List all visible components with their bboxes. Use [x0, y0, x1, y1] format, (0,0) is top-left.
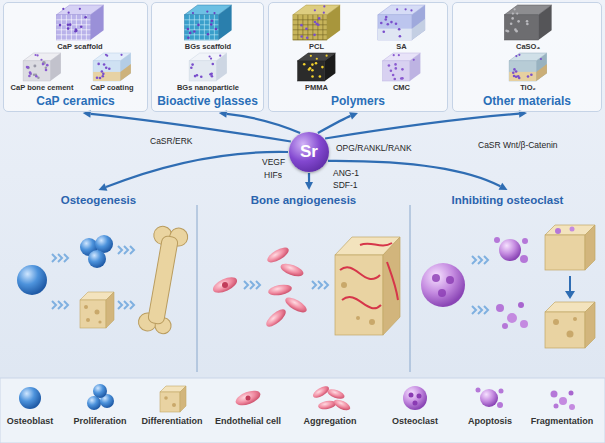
- category-heading: Other materials: [483, 95, 571, 108]
- material-label: CaP coating: [90, 83, 133, 92]
- pathway-label: VEGF: [262, 157, 285, 167]
- arrow-head: [349, 112, 358, 119]
- material-label: BGs scaffold: [185, 42, 231, 51]
- material-cube-drawing: [49, 4, 111, 41]
- connector-line: [106, 152, 288, 187]
- material-label: CaP scaffold: [57, 42, 102, 51]
- effect-section: Osteogenesis: [0, 190, 197, 378]
- pathway-label: ANG-1: [333, 168, 359, 178]
- material-cube-drawing: [177, 4, 239, 41]
- material-label: PMMA: [305, 83, 328, 92]
- arrow-head: [99, 183, 108, 190]
- category-heading: Polymers: [331, 95, 385, 108]
- material-cube: CMC: [359, 52, 444, 92]
- legend-icons: [19, 384, 575, 412]
- section-heading: Osteogenesis: [61, 194, 136, 207]
- connector-arrow: [328, 161, 507, 190]
- legend-label: Osteoclast: [375, 416, 455, 427]
- connector-arrow: [318, 112, 358, 133]
- material-category-panel: Other materials CaSO₄ TiO₂: [452, 2, 602, 112]
- material-label: SA: [396, 42, 406, 51]
- material-cube: SA: [359, 4, 444, 51]
- material-cube-drawing: [458, 52, 598, 82]
- pathway-label: CaSR/ERK: [150, 136, 193, 146]
- legend-label: Apoptosis: [450, 416, 530, 427]
- legend-label: Proliferation: [60, 416, 140, 427]
- material-cube: BGs nanoparticle: [170, 52, 246, 92]
- legend-label: Differentiation: [132, 416, 212, 427]
- connector-arrow: [99, 152, 289, 191]
- material-cube: CaP bone cement: [7, 52, 77, 92]
- connector-arrow: [219, 110, 300, 133]
- legend-label: Osteoblast: [0, 416, 70, 427]
- category-heading: Bioactive glasses: [157, 95, 258, 108]
- material-label: CaSO₄: [516, 42, 540, 51]
- pathway-label: CaSR Wnt/β-Catenin: [478, 140, 558, 150]
- legend-label: Aggregation: [290, 416, 370, 427]
- legend-band: [0, 378, 605, 443]
- pathway-label: OPG/RANKL/RANK: [336, 143, 412, 153]
- material-cube-drawing: [7, 52, 77, 82]
- material-cube: CaSO₄: [458, 4, 598, 51]
- material-cube-drawing: [170, 52, 246, 82]
- section-heading: Bone angiogenesis: [251, 194, 356, 207]
- effect-section: Inhibiting osteoclast: [410, 190, 605, 378]
- material-cube-drawing: [78, 52, 146, 82]
- pathway-label: HIFs: [264, 170, 282, 180]
- osteoclast-illustration: [421, 225, 595, 348]
- connector-line: [308, 173, 310, 182]
- material-cube: PMMA: [274, 52, 359, 92]
- material-category-panel: Polymers PCL SA PMMA CMC: [268, 2, 448, 112]
- legend-label: Fragmentation: [522, 416, 602, 427]
- material-cube: TiO₂: [458, 52, 598, 92]
- material-label: BGs nanoparticle: [177, 83, 239, 92]
- material-cube: CaP scaffold: [49, 4, 111, 51]
- arrow-head: [499, 183, 508, 190]
- material-cube: PCL: [274, 4, 359, 51]
- osteogenesis-illustration: [17, 224, 189, 335]
- element-symbol: Sr: [300, 142, 318, 162]
- material-cube-drawing: [458, 4, 598, 41]
- material-category-panel: CaP ceramics CaP scaffoldCaP bone cement C…: [3, 2, 148, 112]
- strontium-sphere: Sr: [289, 132, 329, 172]
- material-cube: CaP coating: [78, 52, 146, 92]
- material-cube: BGs scaffold: [177, 4, 239, 51]
- legend-label: Endothelial cell: [208, 416, 288, 427]
- material-label: CaP bone cement: [11, 83, 74, 92]
- material-cube-drawing: [274, 52, 359, 82]
- section-divider: [197, 205, 410, 372]
- material-label: PCL: [309, 42, 324, 51]
- connector-line: [318, 116, 351, 133]
- connector-line: [227, 114, 300, 133]
- material-label: TiO₂: [520, 83, 536, 92]
- section-heading: Inhibiting osteoclast: [452, 194, 564, 207]
- effect-section: Bone angiogenesis: [197, 190, 410, 378]
- angiogenesis-illustration: [211, 237, 400, 335]
- material-cube-drawing: [359, 4, 444, 41]
- arrow-head: [305, 182, 313, 190]
- connector-line: [325, 114, 519, 139]
- material-cube-drawing: [359, 52, 444, 82]
- material-category-panel: Bioactive glasses BGs scaffoldBGs nanopar…: [151, 2, 264, 112]
- category-heading: CaP ceramics: [36, 95, 115, 108]
- connector-arrow: [305, 173, 313, 190]
- pathway-label: SDF-1: [333, 180, 358, 190]
- material-cube-drawing: [274, 4, 359, 41]
- connector-arrow: [325, 110, 527, 139]
- material-label: CMC: [393, 83, 410, 92]
